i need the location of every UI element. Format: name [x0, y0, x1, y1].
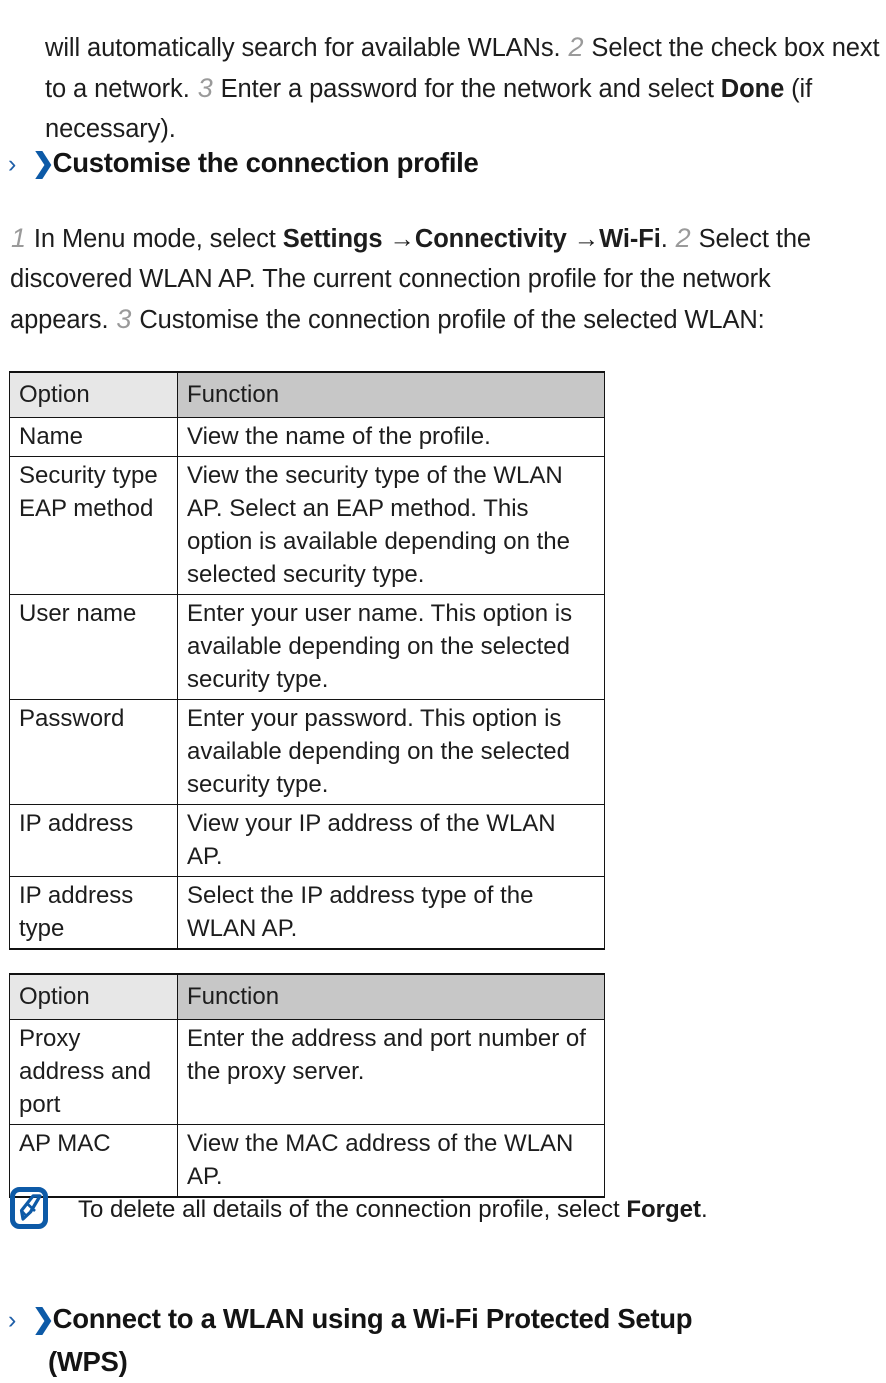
menu-arrow-1: →: [382, 224, 415, 253]
cell-option: IP address type: [9, 876, 178, 950]
column-header-function: Function: [177, 973, 605, 1020]
cell-option: AP MAC: [9, 1124, 178, 1198]
note-pen-icon: [10, 1186, 50, 1230]
top-paragraph-text-3: Enter a password for the network and sel…: [213, 74, 721, 103]
note-callout: To delete all details of the connection …: [10, 1186, 870, 1230]
table-row: Proxy address and port Enter the address…: [9, 1019, 605, 1125]
table-header-row: Option Function: [9, 371, 605, 418]
cell-option: Password: [9, 699, 178, 805]
cell-option: Security type EAP method: [9, 456, 178, 595]
cell-option: Name: [9, 417, 178, 457]
top-paragraph-text-2: Select the check box next to a network.: [45, 33, 880, 103]
column-header-option: Option: [9, 973, 178, 1020]
cell-function: Select the IP address type of the WLAN A…: [177, 876, 605, 950]
cell-function: View the MAC address of the WLAN AP.: [177, 1124, 605, 1198]
menu-path-connectivity: Connectivity: [414, 224, 567, 253]
cell-option: IP address: [9, 804, 178, 877]
chevron-thin-icon: ›: [8, 150, 17, 178]
steps-text-4: Customise the connection profile of the …: [132, 305, 765, 334]
table-row: Security type EAP method View the securi…: [9, 456, 605, 595]
top-paragraph-text-4: (if necessary).: [45, 74, 813, 143]
top-paragraph-text-1: will automatically search for available …: [45, 33, 568, 62]
menu-arrow-2: →: [566, 224, 600, 253]
step-number-2: 2: [568, 31, 584, 62]
table-row: IP address View your IP address of the W…: [9, 804, 605, 877]
column-header-option: Option: [9, 371, 178, 418]
cell-function: View the name of the profile.: [177, 417, 605, 457]
table-row: User name Enter your user name. This opt…: [9, 594, 605, 700]
profile-options-table-1: Option Function Name View the name of th…: [9, 371, 605, 950]
cell-function: View the security type of the WLAN AP. S…: [177, 456, 605, 595]
heading-text-line-2: (WPS): [48, 1346, 128, 1377]
menu-path-wifi: Wi-Fi: [599, 224, 661, 253]
heading-text: Customise the connection profile: [52, 147, 479, 178]
table-row: Name View the name of the profile.: [9, 417, 605, 457]
chevron-bold-icon: ❯: [32, 1304, 55, 1334]
steps-text-1: In Menu mode, select: [26, 224, 283, 253]
table-header-row: Option Function: [9, 973, 605, 1020]
cell-option: User name: [9, 594, 178, 700]
step-number-1: 1: [11, 222, 26, 253]
profile-options-table-2: Option Function Proxy address and port E…: [9, 973, 605, 1198]
section-heading-connect-wps: › ❯Connect to a WLAN using a Wi-Fi Protec…: [8, 1298, 878, 1383]
table-row: Password Enter your password. This optio…: [9, 699, 605, 805]
note-text-post: .: [701, 1196, 708, 1223]
note-text-pre: To delete all details of the connection …: [78, 1196, 627, 1223]
table-row: IP address type Select the IP address ty…: [9, 876, 605, 950]
note-text: To delete all details of the connection …: [78, 1189, 708, 1227]
chevron-bold-icon: ❯: [32, 148, 55, 178]
menu-path-settings: Settings: [282, 224, 383, 253]
bold-term-forget: Forget: [626, 1196, 702, 1223]
top-paragraph: will automatically search for available …: [45, 27, 886, 149]
step-number-3: 3: [197, 72, 213, 103]
cell-function: View your IP address of the WLAN AP.: [177, 804, 605, 877]
step-number-2b: 2: [675, 222, 691, 253]
step-number-3b: 3: [116, 303, 132, 334]
chevron-thin-icon: ›: [8, 1306, 17, 1334]
cell-function: Enter your user name. This option is ava…: [177, 594, 605, 700]
cell-function: Enter your password. This option is avai…: [177, 699, 605, 805]
steps-paragraph: 1 In Menu mode, select Settings →Connect…: [10, 218, 876, 340]
bold-term-done: Done: [720, 74, 785, 103]
section-heading-customise-profile: › ❯Customise the connection profile: [8, 142, 878, 185]
steps-text-3: Select the discovered WLAN AP. The curre…: [10, 224, 811, 334]
steps-text-2: .: [660, 224, 675, 253]
table-row: AP MAC View the MAC address of the WLAN …: [9, 1124, 605, 1198]
cell-option: Proxy address and port: [9, 1019, 178, 1125]
cell-function: Enter the address and port number of the…: [177, 1019, 605, 1125]
column-header-function: Function: [177, 371, 605, 418]
heading-text-line-1: Connect to a WLAN using a Wi-Fi Protecte…: [52, 1303, 693, 1334]
